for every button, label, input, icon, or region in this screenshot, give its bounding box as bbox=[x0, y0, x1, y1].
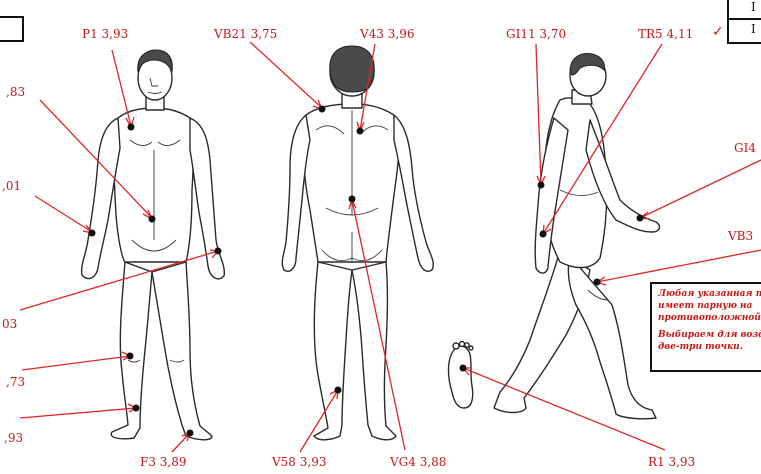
top-right-box-upper-text: I bbox=[751, 0, 756, 14]
point-01 bbox=[89, 230, 96, 237]
instruction-note: Любая указанная т имеет парную на против… bbox=[650, 282, 761, 372]
label-73: ,73 bbox=[6, 375, 25, 389]
point-f3 bbox=[187, 430, 194, 437]
point-03 bbox=[215, 248, 222, 255]
label-gi-right: GI4 bbox=[734, 141, 756, 155]
note-line-3: противоположной bbox=[658, 312, 760, 324]
point-tr5 bbox=[540, 231, 547, 238]
label-83: ,83 bbox=[6, 85, 25, 99]
back-body-figure bbox=[282, 46, 433, 440]
arrow-93 bbox=[20, 408, 136, 418]
top-right-box-lower: I bbox=[727, 18, 761, 44]
front-body-figure bbox=[82, 50, 225, 440]
arrow-f3 bbox=[172, 433, 190, 452]
label-vg4: VG4 3,88 bbox=[389, 455, 446, 469]
label-p1: P1 3,93 bbox=[82, 27, 128, 41]
note-line-2: имеет парную на bbox=[658, 300, 760, 312]
arrow-73 bbox=[22, 356, 130, 370]
label-gi11: GI11 3,70 bbox=[506, 27, 566, 41]
arrow-p1 bbox=[112, 50, 131, 126]
point-vb21 bbox=[319, 106, 326, 113]
checkmark-icon: ✓ bbox=[712, 24, 724, 40]
note-line-4: Выбираем для возде bbox=[658, 329, 760, 341]
arrow-gi11 bbox=[536, 44, 541, 184]
label-03: 03 bbox=[2, 317, 17, 331]
top-left-box-fragment bbox=[0, 16, 24, 42]
point-vb-right bbox=[594, 279, 601, 286]
point-73 bbox=[127, 353, 134, 360]
point-93 bbox=[133, 405, 140, 412]
top-right-box-upper: I bbox=[727, 0, 761, 20]
label-vb-right: VB3 bbox=[727, 229, 753, 243]
side-body-figure bbox=[494, 54, 659, 419]
foot-sole-figure bbox=[449, 342, 474, 409]
arrow-gi-right bbox=[640, 160, 761, 218]
note-line-5: две-три точки. bbox=[658, 341, 760, 353]
label-r1: R1 3,93 bbox=[648, 455, 695, 469]
top-right-box-lower-text: I bbox=[751, 22, 756, 36]
point-83 bbox=[149, 216, 156, 223]
label-v58: V58 3,93 bbox=[271, 455, 326, 469]
note-line-1: Любая указанная т bbox=[658, 288, 760, 300]
point-v43 bbox=[357, 128, 364, 135]
label-f3: F3 3,89 bbox=[140, 455, 187, 469]
label-93: ,93 bbox=[4, 431, 23, 445]
arrow-01 bbox=[35, 196, 92, 232]
label-vb21: VB21 3,75 bbox=[213, 27, 277, 41]
label-01: ,01 bbox=[2, 179, 21, 193]
point-vg4 bbox=[349, 196, 356, 203]
point-gi-right bbox=[637, 215, 644, 222]
arrow-vb-right bbox=[597, 250, 761, 282]
label-tr5: TR5 4,11 bbox=[638, 27, 693, 41]
arrow-vb21 bbox=[250, 42, 322, 108]
label-v43: V43 3,96 bbox=[359, 27, 414, 41]
point-v58 bbox=[335, 387, 342, 394]
point-p1 bbox=[128, 124, 135, 131]
point-r1 bbox=[460, 365, 467, 372]
point-gi11 bbox=[538, 182, 545, 189]
